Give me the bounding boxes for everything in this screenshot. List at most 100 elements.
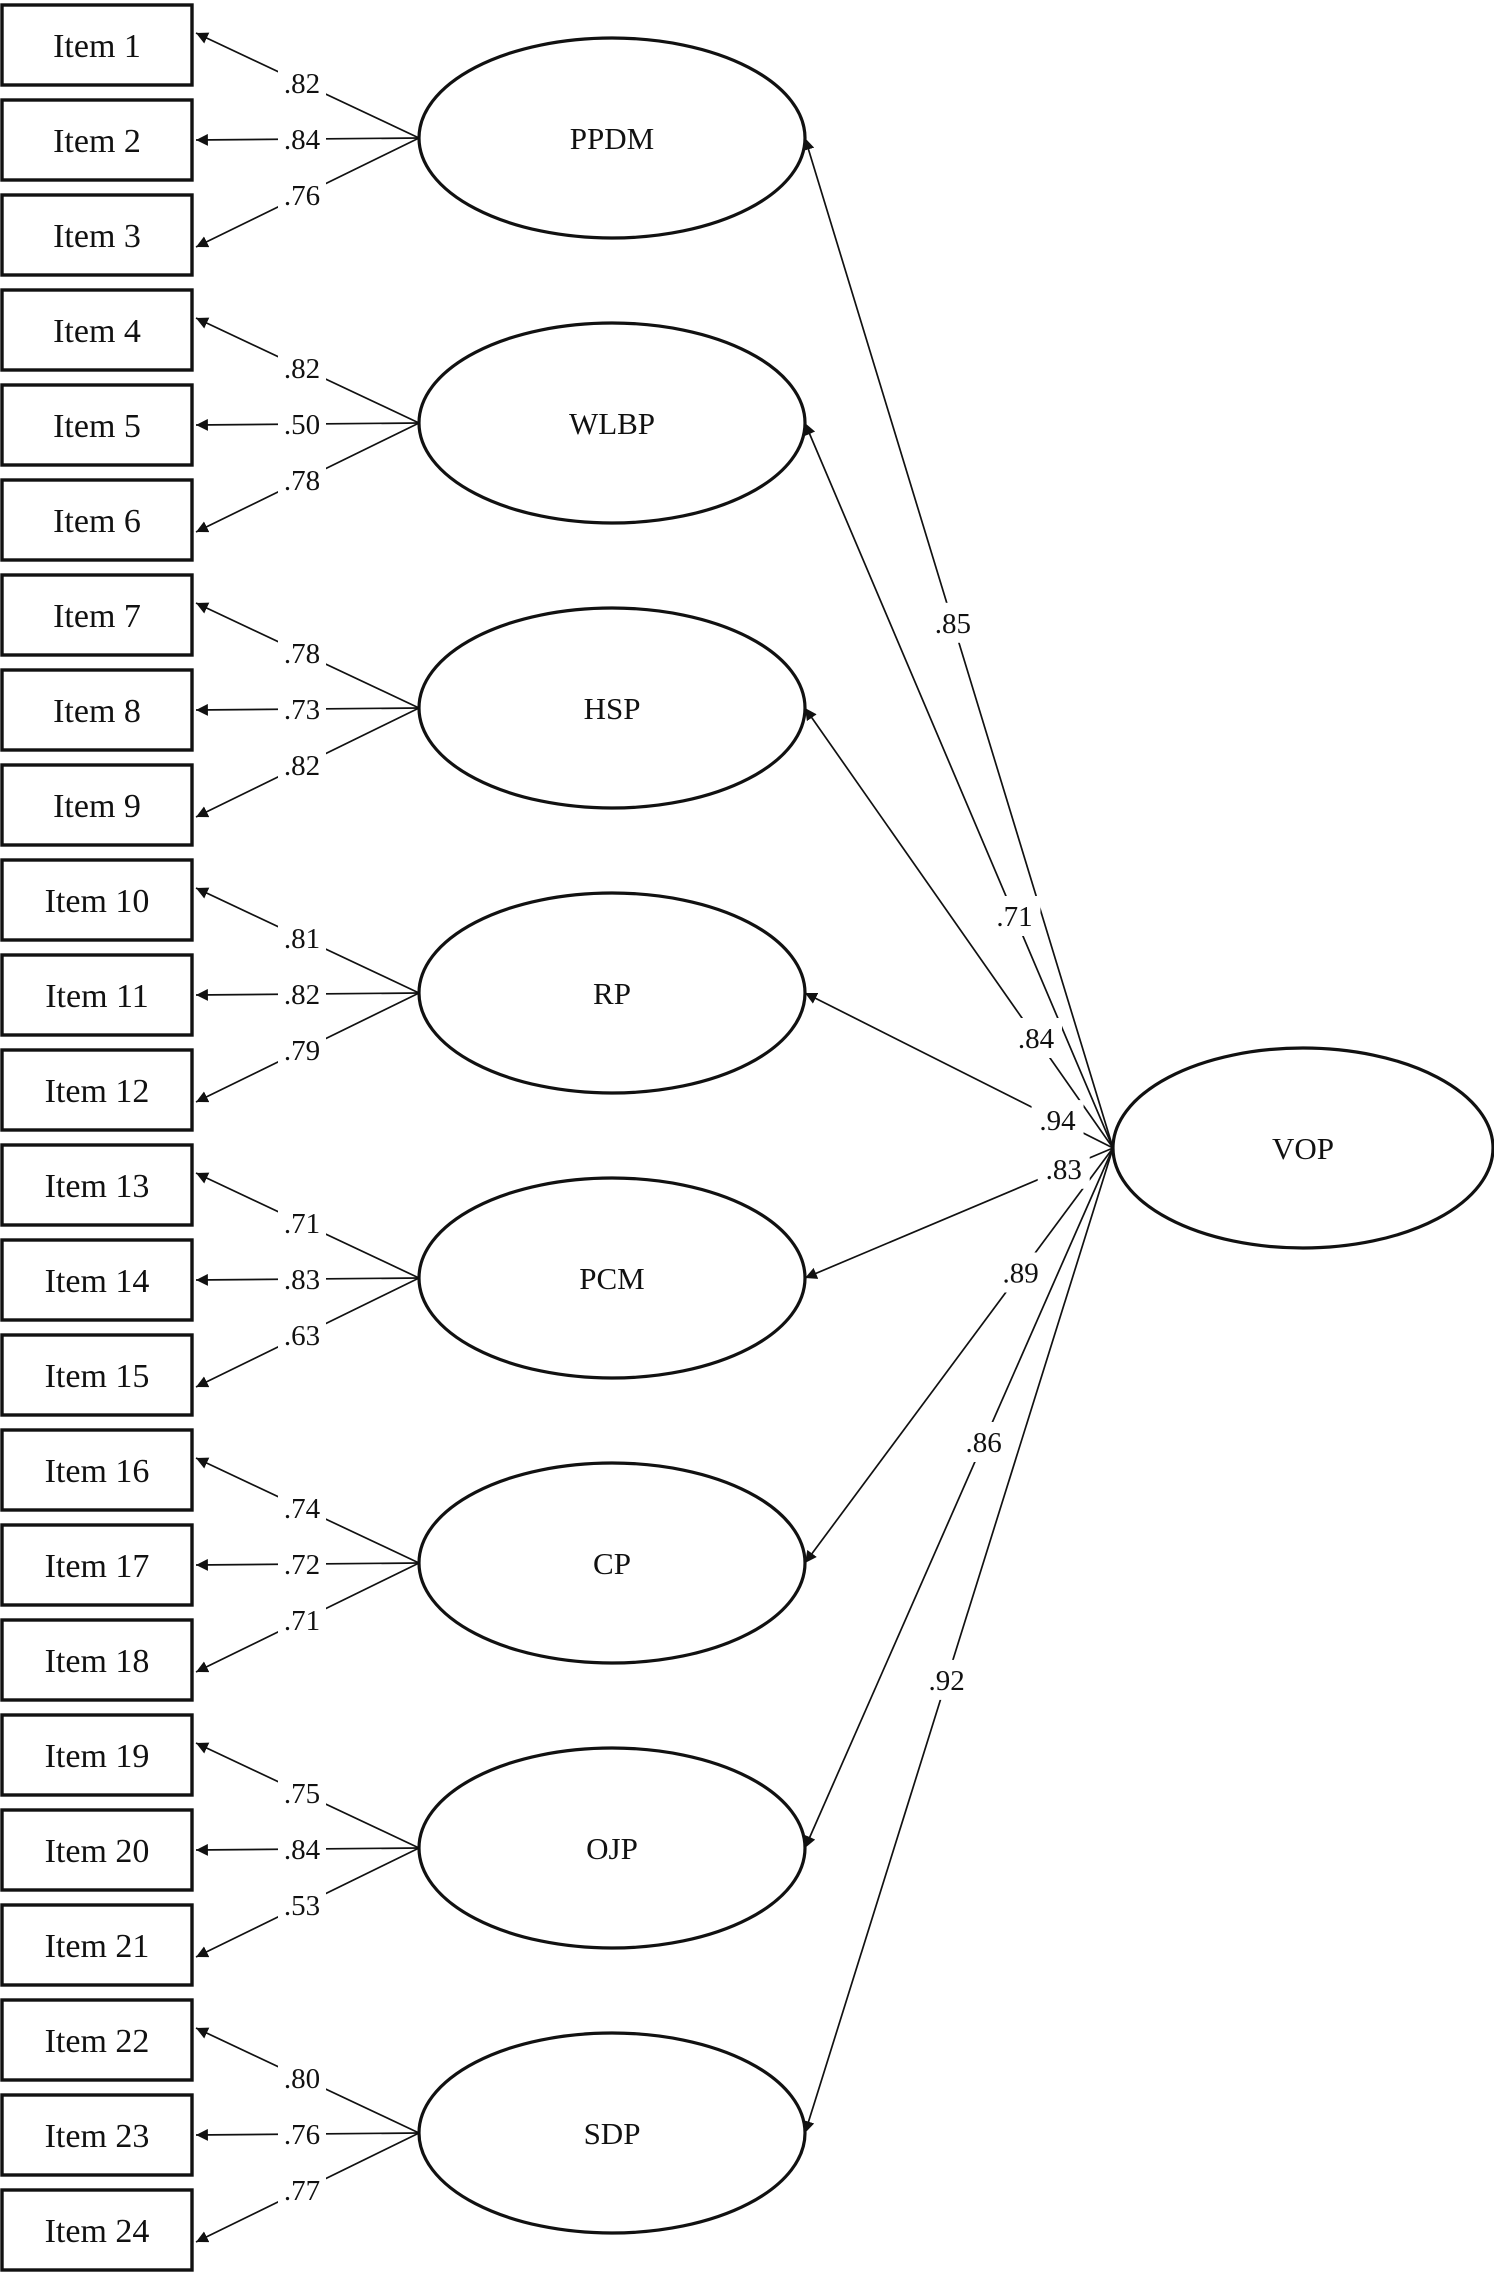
item-box [0,1618,194,1702]
item-label: Item 16 [45,1453,150,1490]
loading-label-mask [278,349,326,386]
loading-label-mask [278,691,326,728]
item-box [0,1998,194,2082]
second-order-loading-label: .86 [966,1427,1002,1459]
loading-label-mask [278,1317,326,1354]
item-box [0,98,194,182]
item-label: Item 12 [45,1073,150,1110]
factor-ellipse [417,321,807,525]
loading-label-mask [278,919,326,956]
factor-ellipse [417,891,807,1095]
item-box [0,1713,194,1797]
item-box [0,2188,194,2272]
loading-label-mask [278,1489,326,1526]
item-label: Item 24 [45,2213,150,2250]
loading-label: .76 [284,2119,320,2151]
loading-label: .50 [284,409,320,441]
item-box [0,1048,194,1132]
loading-label: .83 [284,1264,320,1296]
item-label: Item 3 [53,218,141,255]
factor-label: HSP [584,691,641,726]
item-box [0,1143,194,1227]
factor-label: PCM [579,1261,644,1296]
second-order-arrow [804,707,1114,1149]
item-label: Item 22 [45,2023,150,2060]
second-order-label-mask [926,602,979,643]
factor-ellipse [417,36,807,240]
second-order-label-mask [957,1422,1010,1462]
second-order-loading-label: .92 [929,1665,965,1697]
item-box [0,1428,194,1512]
factor-label: CP [593,1546,631,1581]
loading-label: .71 [284,1605,320,1637]
loading-label-mask [278,1887,326,1924]
second-order-loading-label: .85 [935,608,971,640]
loading-label: .71 [284,1208,320,1240]
loading-label: .81 [284,923,320,955]
loading-label: .76 [284,180,320,212]
item-label: Item 19 [45,1738,150,1775]
item-label: Item 9 [53,788,141,825]
second-order-factor-ellipse [1111,1046,1494,1250]
loading-label: .78 [284,465,320,497]
loading-label: .63 [284,1320,320,1352]
loading-label: .77 [284,2175,320,2207]
item-label: Item 8 [53,693,141,730]
item-label: Item 10 [45,883,150,920]
loading-label: .80 [284,2063,320,2095]
second-order-loading-label: .84 [1018,1023,1055,1055]
loading-label-mask [278,177,326,214]
loading-label-mask [278,1831,326,1868]
loading-label-mask [278,2116,326,2153]
factor-ellipse [417,2031,807,2235]
factor-ellipse [417,606,807,810]
item-label: Item 15 [45,1358,150,1395]
second-order-label-mask [988,896,1041,936]
loading-label: .82 [284,979,320,1011]
second-order-arrow [802,137,1114,1149]
loading-label: .82 [284,68,320,100]
loading-label: .78 [284,638,320,670]
loading-label-mask [278,634,326,671]
factor-label: RP [593,976,631,1011]
item-label: Item 17 [45,1548,150,1585]
loading-label-mask [278,1546,326,1583]
loading-label-mask [278,2059,326,2096]
loading-label: .74 [284,1493,321,1525]
item-box [0,573,194,657]
item-label: Item 23 [45,2118,150,2155]
loading-label: .73 [284,694,320,726]
loading-label-mask [278,1032,326,1069]
loading-label-mask [278,462,326,499]
item-box [0,383,194,467]
second-order-arrow [804,1147,1114,1564]
item-box [0,3,194,87]
item-box [0,288,194,372]
item-label: Item 11 [45,978,149,1015]
second-order-label-mask [1010,1018,1062,1058]
factor-ellipse [417,1461,807,1665]
second-order-label-mask [1031,1100,1084,1141]
item-label: Item 20 [45,1833,150,1870]
item-box [0,763,194,847]
loading-label: .75 [284,1778,320,1810]
item-label: Item 5 [53,408,141,445]
loading-label: .84 [284,1834,321,1866]
loading-label: .72 [284,1549,320,1581]
second-order-arrow [804,422,1114,1149]
loading-label-mask [278,747,326,784]
second-order-arrow [802,1147,1114,2134]
second-order-loading-label: .89 [1002,1258,1038,1290]
item-box [0,1523,194,1607]
item-label: Item 18 [45,1643,150,1680]
item-label: Item 13 [45,1168,150,1205]
loading-label-mask [278,1602,326,1639]
second-order-loading-label: .71 [996,901,1032,933]
loading-label-mask [278,1261,326,1298]
factor-label: PPDM [570,121,654,156]
item-box [0,1808,194,1892]
loading-label: .82 [284,353,320,385]
item-label: Item 21 [45,1928,150,1965]
second-order-label-mask [1037,1148,1090,1189]
